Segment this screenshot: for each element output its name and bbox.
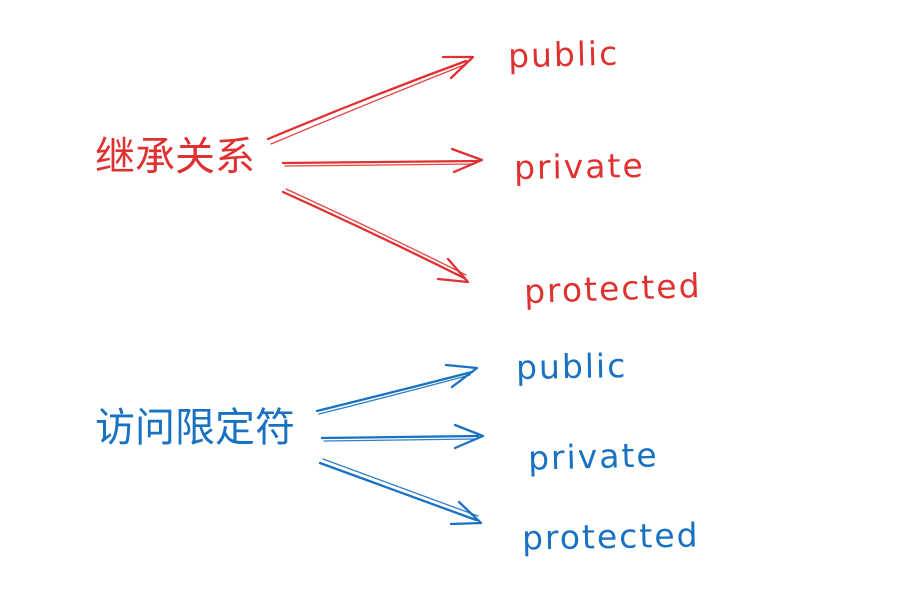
arrow-access-private bbox=[320, 423, 485, 450]
inheritance-target-private: private bbox=[513, 145, 646, 188]
arrow-inheritance-public bbox=[266, 55, 475, 145]
inheritance-target-public: public bbox=[507, 33, 620, 76]
access-specifier-label: 访问限定符 bbox=[95, 406, 295, 450]
inheritance-arrow-group bbox=[266, 55, 484, 284]
access-specifier-arrow-group bbox=[315, 363, 485, 526]
arrow-access-protected bbox=[318, 458, 483, 526]
inheritance-label: 继承关系 bbox=[95, 135, 255, 179]
arrow-inheritance-protected bbox=[281, 188, 470, 284]
access-specifier-target-public: public bbox=[515, 346, 628, 387]
access-specifier-target-protected: protected bbox=[521, 515, 700, 558]
arrow-inheritance-private bbox=[281, 147, 484, 174]
arrow-access-public bbox=[315, 363, 479, 415]
inheritance-target-protected: protected bbox=[523, 265, 703, 312]
access-specifier-target-private: private bbox=[527, 435, 660, 478]
